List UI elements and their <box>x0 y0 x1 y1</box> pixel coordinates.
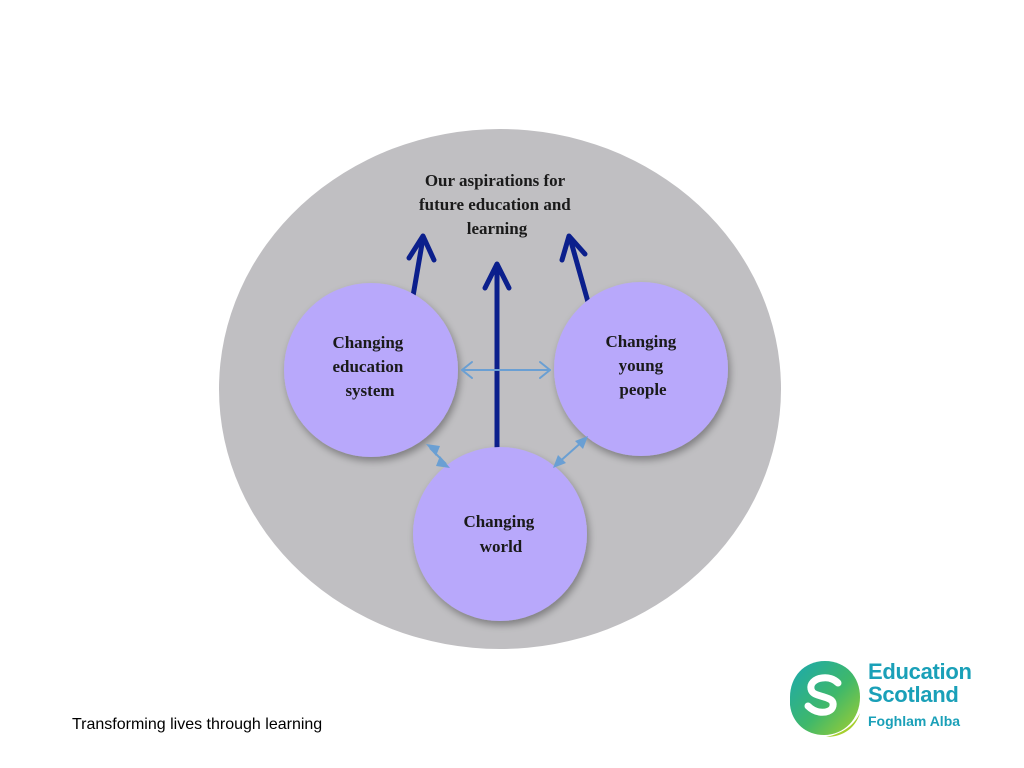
node-education-system-label: Changing education system <box>332 333 407 400</box>
logo-line-gaelic: Foghlam Alba <box>868 713 961 729</box>
node-education-system <box>284 283 458 457</box>
node-world-label: Changing world <box>463 512 538 556</box>
footer-tagline: Transforming lives through learning <box>72 716 323 733</box>
goal-text: Our aspirations for future education and… <box>419 171 575 238</box>
logo-line-scotland: Scotland <box>868 682 959 707</box>
node-young-people <box>554 282 728 456</box>
arrow-system-to-goal-head <box>406 233 437 263</box>
arrow-people-to-goal-head <box>559 233 588 263</box>
main-arrows <box>406 233 591 461</box>
link-system-people-left-head <box>461 361 473 379</box>
node-young-people-label: Changing young people <box>605 332 680 399</box>
link-arrows <box>461 361 551 379</box>
arrow-system-to-goal <box>409 235 426 305</box>
logo-wordmark: Education Scotland Foghlam Alba <box>868 659 972 729</box>
logo-mark-icon <box>790 661 860 737</box>
link-world-people <box>553 436 588 468</box>
arrow-people-to-goal <box>567 235 591 305</box>
node-world <box>413 447 587 621</box>
link-system-people-right-head <box>539 361 551 379</box>
logo-line-education: Education <box>868 659 972 684</box>
goal-line-2: future education and <box>419 195 571 214</box>
education-scotland-logo: Education Scotland Foghlam Alba <box>786 655 986 741</box>
outer-circle <box>219 129 781 649</box>
goal-line-3: learning <box>467 219 528 238</box>
link-system-world <box>426 444 450 468</box>
goal-line-1: Our aspirations for <box>425 171 566 190</box>
arrow-world-to-goal-head <box>482 261 512 291</box>
